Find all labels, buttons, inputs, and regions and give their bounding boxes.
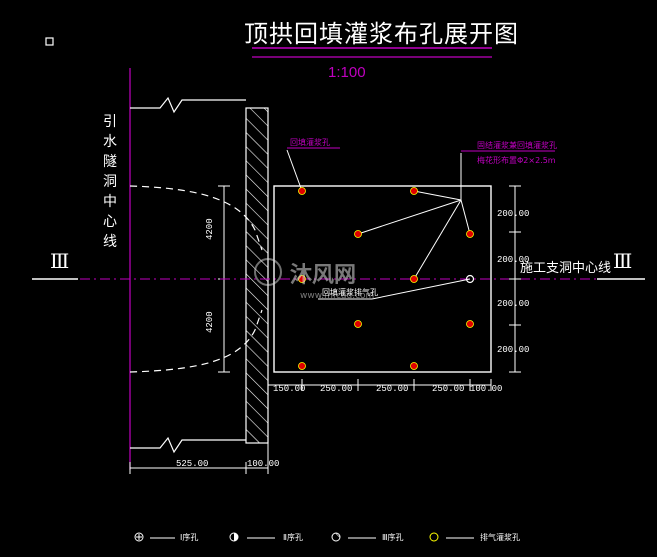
legend-label-2: Ⅱ序孔 (283, 532, 303, 542)
hole-r4-c4 (466, 320, 474, 328)
dim-right-row-2: 200.00 (497, 255, 529, 265)
dim-right-row-1: 200.00 (497, 209, 529, 219)
watermark-logo-icon (254, 258, 282, 286)
note-hole-type-b: 固结灌浆兼回填灌浆孔 (477, 140, 557, 150)
drawing-title: 顶拱回填灌浆布孔展开图 (244, 20, 519, 48)
legend-label-3: Ⅲ序孔 (382, 532, 404, 542)
left-tunnel-label: 引 水 隧 洞 中 心 线 (103, 114, 117, 250)
arch-outline-upper (129, 185, 263, 251)
note-vent-label: 回填灌浆排气孔 (322, 287, 378, 297)
legend-label-4: 排气灌浆孔 (480, 532, 520, 542)
dim-bottom-2: 250.00 (320, 384, 352, 394)
svg-text:心: 心 (103, 214, 117, 230)
hole-r2-c2 (354, 230, 362, 238)
branch-tunnel-label: 施工支洞中心线 (520, 261, 611, 276)
hole-r1-c3 (410, 187, 418, 195)
hole-r4-c2 (354, 320, 362, 328)
corner-square-icon (45, 37, 54, 46)
arch-outline-lower (129, 309, 263, 373)
note-hole-type-a: 回填灌浆孔 (290, 137, 330, 147)
open-circle-icon (429, 532, 439, 542)
svg-text:隧: 隧 (103, 154, 117, 170)
dim-bottom-3: 250.00 (376, 384, 408, 394)
dim-bottom-5: 100.00 (470, 384, 502, 394)
watermark: 沐风网 www.mfcad.com (254, 258, 374, 301)
dim-bottom-1: 150.00 (273, 384, 305, 394)
dim-bottom-4: 250.00 (432, 384, 464, 394)
grout-holes (298, 187, 475, 370)
vent-hole (465, 274, 475, 284)
svg-text:线: 线 (103, 234, 117, 250)
hole-r2-c4 (466, 230, 474, 238)
dim-right-row-4: 200.00 (497, 345, 529, 355)
legend-label-1: Ⅰ序孔 (180, 532, 198, 542)
legend-item-3: Ⅲ序孔 (331, 532, 404, 542)
svg-text:水: 水 (103, 134, 117, 150)
tunnel-wall-hatch (245, 107, 269, 444)
bottom-break-line (130, 436, 246, 454)
hole-r5-c1 (298, 362, 306, 370)
legend-item-1: Ⅰ序孔 (134, 532, 198, 542)
cross-circle-icon (134, 532, 144, 542)
branch-tunnel-outline (273, 185, 492, 373)
svg-text:洞: 洞 (103, 174, 117, 190)
leader-vent (371, 278, 471, 300)
legend-item-2: Ⅱ序孔 (229, 532, 303, 542)
top-break-line (130, 96, 246, 114)
dim-right-row-3: 200.00 (497, 299, 529, 309)
hatched-circle-icon (331, 532, 341, 542)
dim-bottom-left: 525.00 (176, 459, 208, 469)
hole-r1-c1 (298, 187, 306, 195)
section-mark-right: Ⅲ (613, 249, 632, 273)
hole-r3-c1 (298, 275, 306, 283)
dim-left-top: 4200 (205, 218, 215, 240)
hole-r3-c3 (410, 275, 418, 283)
watermark-url: www.mfcad.com (300, 291, 374, 301)
dim-left-bottom: 4200 (205, 311, 215, 333)
drawing-scale: 1:100 (328, 64, 366, 81)
svg-text:引: 引 (103, 114, 117, 130)
watermark-brand: 沐风网 (290, 263, 356, 288)
legend: Ⅰ序孔 Ⅱ序孔 Ⅲ序孔 排气灌浆孔 (134, 532, 520, 542)
dim-bottom-wall: 100.00 (247, 459, 279, 469)
leader-a (286, 149, 303, 192)
note-hole-spec: 梅花形布置Φ2×2.5m (477, 155, 556, 165)
hole-r5-c3 (410, 362, 418, 370)
svg-text:中: 中 (103, 194, 117, 210)
legend-item-4: 排气灌浆孔 (429, 532, 520, 542)
section-mark-left: Ⅲ (50, 249, 69, 273)
